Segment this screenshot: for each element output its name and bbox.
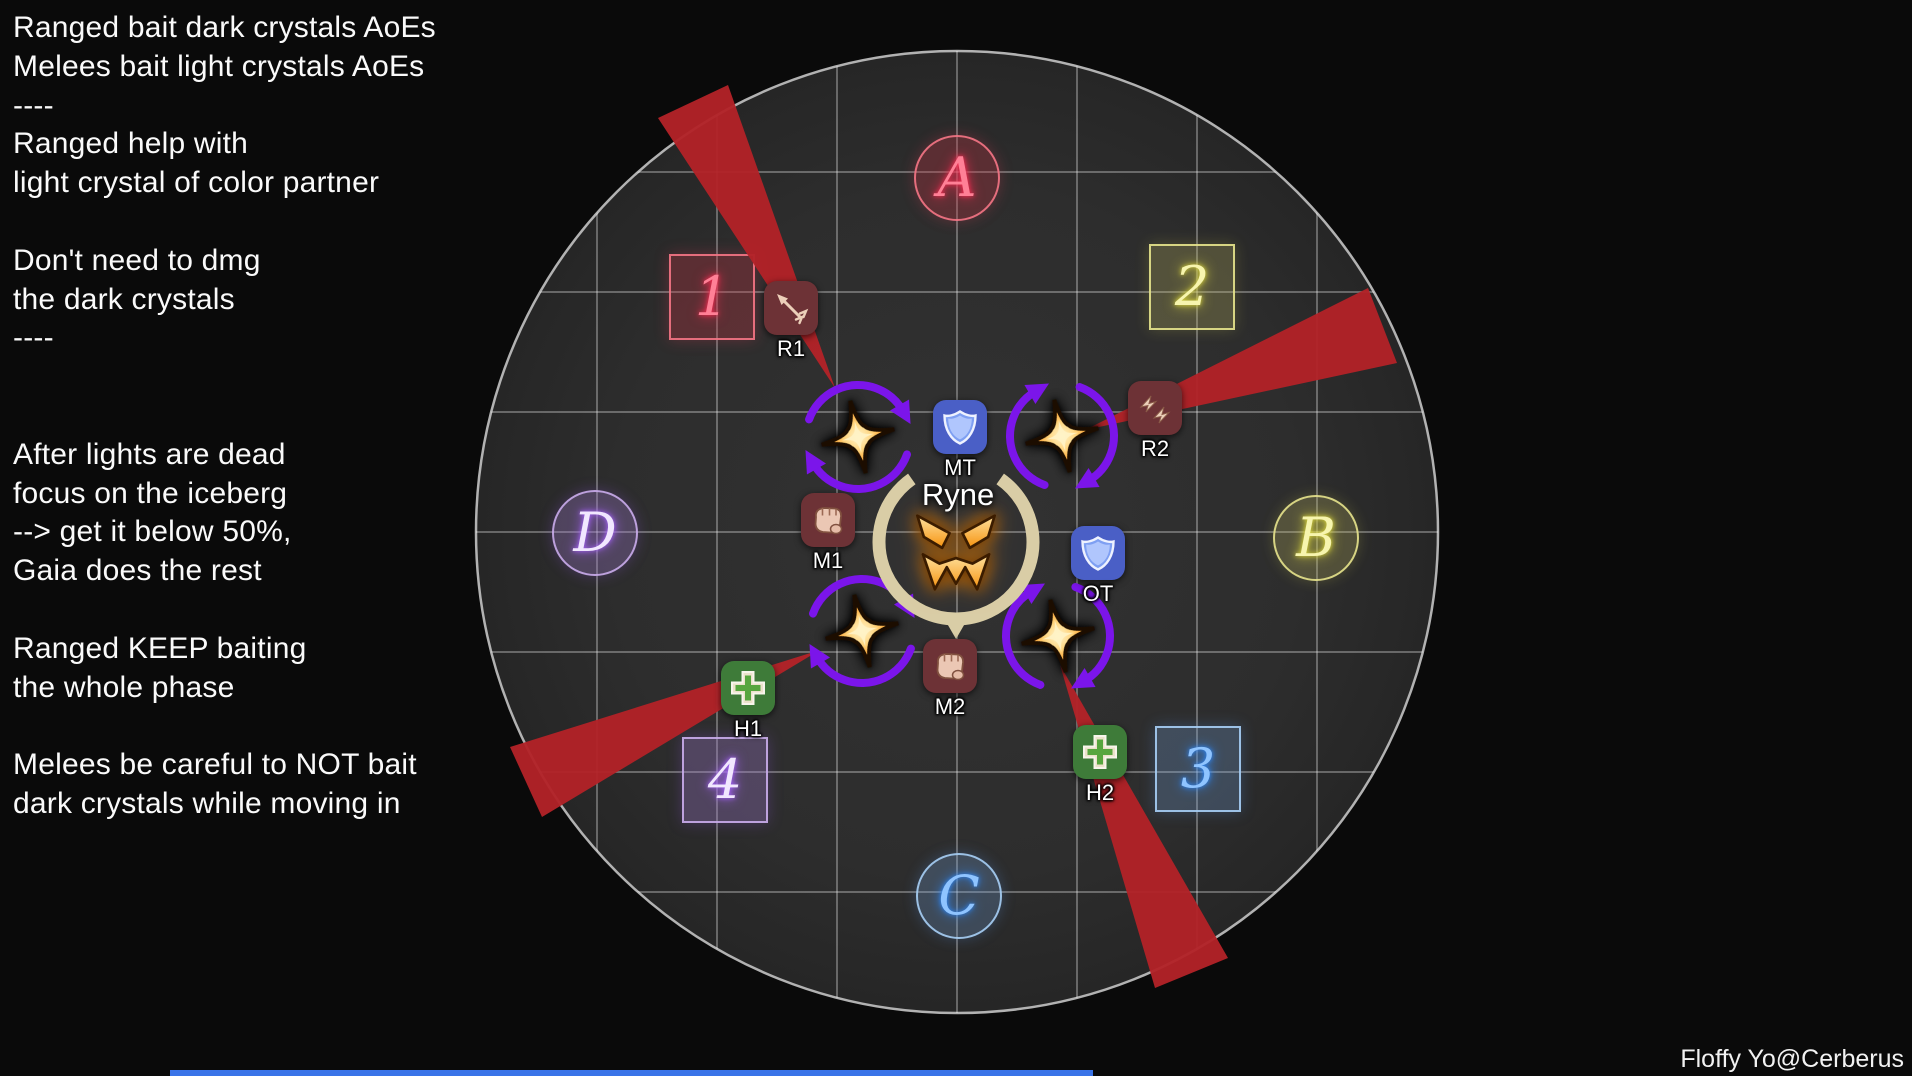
waymark-D[interactable]: D <box>552 490 638 576</box>
player-label: M2 <box>934 694 966 719</box>
melee-fist-icon <box>814 507 843 535</box>
caster-bolts-icon <box>1139 395 1171 424</box>
crystal-star-icon <box>1021 599 1095 673</box>
player-token-R2[interactable]: R2 <box>1128 381 1182 461</box>
player-token-H1[interactable]: H1 <box>721 661 775 741</box>
waymark-glyph: A <box>937 146 977 209</box>
player-token-M1[interactable]: M1 <box>801 493 855 573</box>
aoe-ring-icon <box>1006 380 1118 492</box>
player-label: R2 <box>1140 436 1170 461</box>
boss-marker <box>872 473 1040 639</box>
bait-cone <box>658 85 835 388</box>
player-label: R1 <box>776 336 806 361</box>
crystal-star-icon <box>821 400 895 474</box>
waymark-3[interactable]: 3 <box>1155 726 1241 812</box>
video-progress-bar[interactable] <box>170 1070 1093 1076</box>
waymark-A[interactable]: A <box>914 135 1000 221</box>
aoe-ring-icon <box>802 381 914 493</box>
light-crystal <box>806 575 918 687</box>
light-crystal <box>802 381 914 493</box>
waymark-B[interactable]: B <box>1273 495 1359 581</box>
tank-shield-icon <box>943 410 977 445</box>
waymark-4[interactable]: 4 <box>682 737 768 823</box>
waymark-glyph: B <box>1296 506 1336 569</box>
bait-cone <box>1060 665 1228 988</box>
waymark-C[interactable]: C <box>916 853 1002 939</box>
player-token-H2[interactable]: H2 <box>1073 725 1127 805</box>
healer-cross-icon <box>1083 735 1117 769</box>
boss-enemy-icon <box>915 514 997 591</box>
waymark-glyph: C <box>938 864 980 927</box>
player-token-OT[interactable]: OT <box>1071 526 1125 606</box>
melee-fist-icon <box>936 653 965 681</box>
arena-circle <box>474 49 1440 1015</box>
waymark-glyph: 2 <box>1174 255 1210 318</box>
player-token-M2[interactable]: M2 <box>923 639 977 719</box>
player-token-R1[interactable]: R1 <box>764 281 818 361</box>
aoe-ring-icon <box>1002 580 1114 692</box>
player-label: MT <box>944 455 976 480</box>
boss-name: Ryne <box>921 477 995 512</box>
waymark-glyph: 3 <box>1180 737 1216 800</box>
waymark-1[interactable]: 1 <box>669 254 755 340</box>
player-label: H2 <box>1085 780 1115 805</box>
player-label: H1 <box>733 716 763 741</box>
strategy-notes: Ranged bait dark crystals AoEs Melees ba… <box>13 11 436 820</box>
healer-cross-icon <box>731 671 765 705</box>
ranged-arrow-icon <box>777 294 809 325</box>
player-label: M1 <box>812 548 844 573</box>
light-crystal <box>1006 380 1118 492</box>
player-token-MT[interactable]: MT <box>933 400 987 480</box>
boss-facing-notch <box>941 613 971 639</box>
light-crystal <box>1002 580 1114 692</box>
waymark-2[interactable]: 2 <box>1149 244 1235 330</box>
credit-text: Floffy Yo@Cerberus <box>1680 1045 1904 1073</box>
waymark-glyph: 1 <box>694 265 730 328</box>
waymark-glyph: D <box>573 501 617 564</box>
crystal-star-icon <box>825 594 899 668</box>
crystal-star-icon <box>1025 399 1099 473</box>
tank-shield-icon <box>1081 536 1115 571</box>
waymark-glyph: 4 <box>707 748 743 811</box>
player-label: OT <box>1082 581 1114 606</box>
